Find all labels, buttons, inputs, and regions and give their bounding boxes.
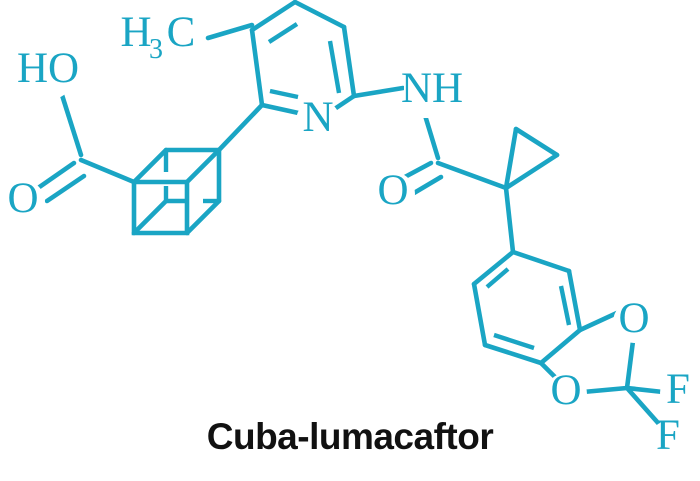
atom-label-fluorine-lower: F <box>656 412 680 459</box>
bond-cubane-to-pyridine <box>216 102 265 153</box>
atom-label-amide-oxygen: O <box>377 167 408 214</box>
label-knockout-pyridine-n <box>296 99 340 143</box>
cubane-diagonal-top-left <box>131 147 169 185</box>
amide-linker-group <box>400 109 509 196</box>
benzodioxole-benzene-ring <box>471 249 583 366</box>
bond-amide-nitrogen-to-carbonyl <box>421 109 441 161</box>
benzene-bond-d-e <box>482 342 544 366</box>
bond-cf2-to-fluorine-lower <box>624 385 662 427</box>
pyridine-bond-c6-n1 <box>330 93 357 113</box>
atom-label-dioxole-oxygen-lower: O <box>550 367 581 414</box>
label-knockout-amide-o <box>371 172 415 216</box>
pyridine-bond-c3-c4 <box>249 0 298 33</box>
label-knockout-methyl <box>118 12 196 66</box>
pyridine-bond-c4-c5 <box>292 0 347 30</box>
bond-cf2-to-fluorine-right <box>624 385 666 395</box>
benzene-bond-b-c <box>566 268 583 333</box>
bond-methyl-to-ring <box>205 22 255 41</box>
benzene-aromatic-inner-d-e <box>493 332 535 351</box>
pyridine-aromatic-inner-n1-c2 <box>269 88 299 100</box>
label-knockout-dioxole-o-lower <box>545 373 587 415</box>
atom-label-fluorine-right: F <box>666 366 690 413</box>
cubane-cage <box>131 102 265 236</box>
bond-lower-oxygen-to-cf2 <box>580 385 630 395</box>
cubane-diagonal-bottom-right <box>184 198 222 236</box>
label-knockout-acid-o <box>1 180 45 224</box>
cyclopropane-bond-b <box>513 126 560 158</box>
carboxylic-acid-group <box>35 92 137 204</box>
benzene-bond-a-b <box>510 249 572 274</box>
pyridine-bond-n1-c2 <box>259 102 306 117</box>
pyridine-aromatic-inner-c5-c6 <box>327 40 342 94</box>
bond-carbonyl-to-cyclopropane <box>435 160 509 191</box>
bond-carboxyl-to-cubane <box>78 157 137 185</box>
bond-carboxyl-double-outer <box>35 160 77 191</box>
atom-label-carboxyl-oxygen: O <box>7 175 38 222</box>
label-knockout-ho <box>20 44 76 100</box>
atom-label-methyl-subscript: 3 <box>149 34 163 65</box>
cyclopropane-bond-c <box>503 152 560 191</box>
bond-carboxyl-double-inner <box>44 173 87 204</box>
atom-label-pyridine-nitrogen: N <box>302 94 333 141</box>
cyclopropane-bond-a <box>503 126 519 191</box>
bond-cyclopropane-to-aryl <box>503 185 516 255</box>
atom-label-dioxole-oxygen-upper: O <box>618 295 649 342</box>
bond-aryl-to-upper-oxygen <box>577 309 622 333</box>
cubane-diagonal-top-right <box>184 147 222 185</box>
atom-label-methyl-h: H <box>120 9 151 56</box>
benzene-aromatic-inner-a-f <box>485 267 510 289</box>
atom-label-group: HO O H 3 C N NH O O O F F <box>1 9 696 459</box>
atom-label-amide-nitrogen: NH <box>401 65 463 112</box>
pyridine-bond-c5-c6 <box>341 24 357 99</box>
bond-ho-to-carboxyl-carbon <box>59 92 84 158</box>
label-knockout-f-lower <box>650 421 686 457</box>
cyclopropane-ring <box>503 126 560 255</box>
bond-amide-carbonyl-double-outer <box>400 160 434 181</box>
atom-label-hydroxyl: HO <box>17 45 79 92</box>
cubane-diagonal-bottom-left <box>131 198 169 236</box>
pyridine-bond-c2-c3 <box>249 27 265 108</box>
compound-title: Cuba-lumacaftor <box>206 416 494 457</box>
methylpyridine-ring <box>205 0 406 117</box>
benzene-bond-e-f <box>471 281 488 348</box>
bond-pyridine-to-amide-nitrogen <box>351 85 406 99</box>
pyridine-aromatic-inner-c3-c4 <box>267 22 299 44</box>
bond-amide-carbonyl-double-inner <box>411 174 444 196</box>
atom-label-methyl-c: C <box>167 9 196 56</box>
label-knockout-nh <box>404 66 466 118</box>
label-knockout-dioxole-o-upper <box>613 301 655 343</box>
bond-upper-oxygen-to-cf2 <box>624 338 636 391</box>
benzene-bond-c-d <box>538 327 583 366</box>
label-knockout-f-right <box>660 375 696 411</box>
benzene-bond-f-a <box>471 249 516 287</box>
benzene-aromatic-inner-b-c <box>558 285 572 326</box>
